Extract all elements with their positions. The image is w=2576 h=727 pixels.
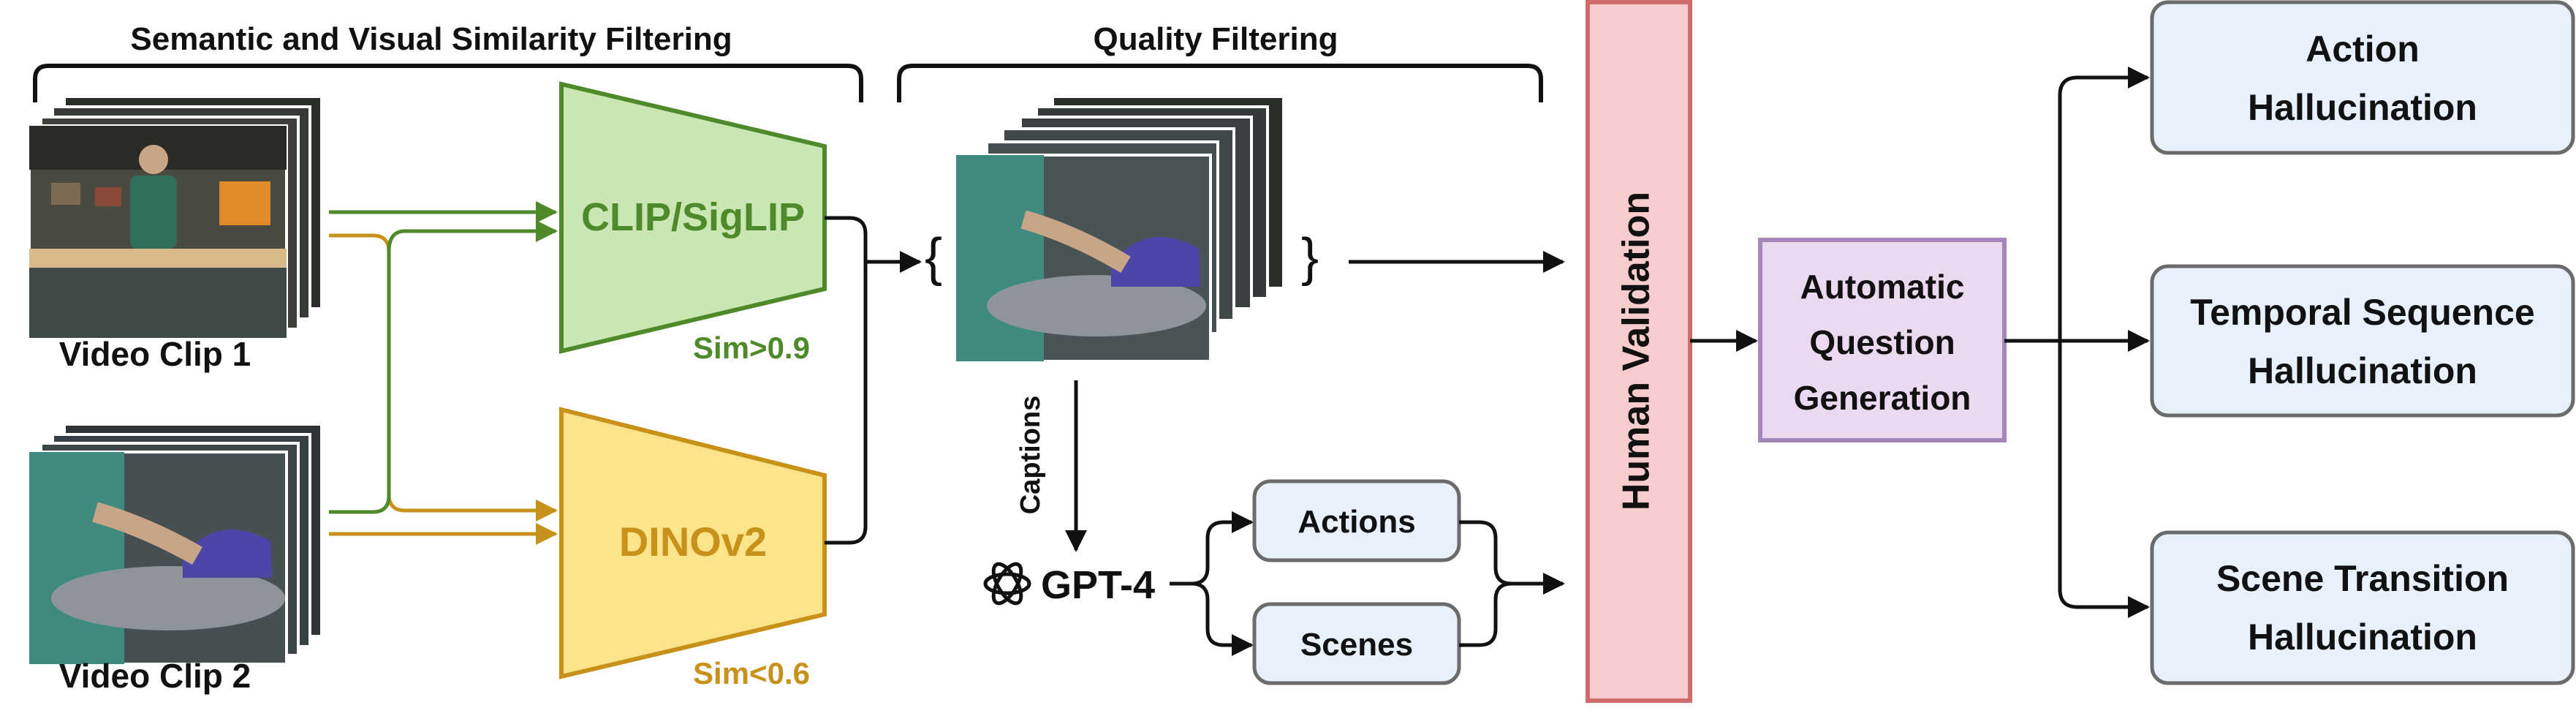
question-generation-block — [1758, 238, 2007, 442]
action-hallucination-line2: Hallucination — [2248, 87, 2477, 128]
generation-to-outputs-connector — [2004, 75, 2148, 609]
clip-siglip-block — [559, 81, 827, 354]
scene-transition-hallucination-line2: Hallucination — [2248, 617, 2477, 658]
question-generation-line1: Automatic — [1800, 268, 1965, 306]
temporal-sequence-hallucination-line2: Hallucination — [2248, 350, 2477, 391]
clip1-to-models-connectors — [329, 201, 558, 521]
similarity-bracket — [33, 64, 863, 102]
human-validation-label: Human Validation — [1615, 192, 1658, 511]
similarity-section-title: Semantic and Visual Similarity Filtering — [130, 21, 732, 57]
dino-threshold-label: Sim<0.6 — [693, 656, 810, 690]
video-clip-2-frames — [28, 423, 323, 666]
actions-scenes-merge-connector — [1459, 520, 1512, 647]
scene-transition-hallucination-box — [2150, 530, 2575, 685]
set-open-brace: { — [925, 228, 942, 287]
question-generation-line2: Question — [1809, 323, 1955, 361]
clip2-to-models-connectors — [329, 220, 558, 545]
openai-logo-icon — [983, 562, 1031, 606]
gpt-to-outputs-connector — [1170, 520, 1251, 647]
scene-transition-hallucination-line1: Scene Transition — [2216, 558, 2509, 599]
temporal-sequence-hallucination-line1: Temporal Sequence — [2190, 292, 2534, 333]
human-validation-block — [1586, 0, 1692, 703]
filtered-clip-frames — [955, 95, 1285, 363]
action-hallucination-box — [2150, 0, 2575, 155]
action-hallucination-line1: Action — [2306, 29, 2420, 69]
models-merge-connector — [825, 216, 868, 545]
quality-section-title: Quality Filtering — [1094, 21, 1338, 57]
video-clip-1-label: Video Clip 1 — [59, 335, 251, 373]
set-close-brace: } — [1301, 228, 1319, 287]
quality-bracket — [897, 64, 1543, 102]
video-clip-1-frames — [28, 95, 323, 339]
actions-label: Actions — [1298, 504, 1415, 540]
video-clip-2-label: Video Clip 2 — [59, 657, 251, 695]
captions-label: Captions — [1015, 396, 1046, 515]
temporal-sequence-hallucination-box — [2150, 264, 2575, 418]
question-generation-line3: Generation — [1794, 379, 1971, 417]
dinov2-label: DINOv2 — [619, 519, 767, 565]
scenes-label: Scenes — [1300, 627, 1413, 663]
gpt4-label: GPT-4 — [1041, 563, 1155, 607]
dinov2-block — [559, 407, 827, 679]
clip-threshold-label: Sim>0.9 — [693, 331, 810, 365]
clip-siglip-label: CLIP/SigLIP — [581, 195, 805, 239]
